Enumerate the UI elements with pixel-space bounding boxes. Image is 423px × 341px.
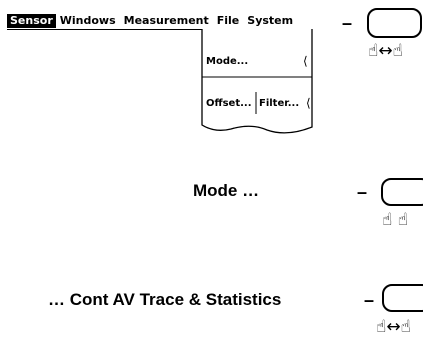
menu-measurement[interactable]: Measurement (123, 14, 209, 27)
mode-label: Mode … (193, 181, 260, 200)
menu-item-mode[interactable]: Mode... (206, 56, 249, 67)
sensor-dropdown-menu: Mode... ⟨ Offset... Filter... ⟨ (201, 29, 313, 139)
menu-item-filter[interactable]: Filter... (259, 98, 300, 109)
hand-toggle-icon: ☝↔☝ (376, 317, 411, 337)
dash-separator: – (342, 13, 353, 33)
submenu-arrow-icon: ⟨ (306, 96, 311, 110)
softkey-button[interactable] (381, 178, 423, 206)
menu-file[interactable]: File (216, 14, 240, 27)
menu-system[interactable]: System (247, 14, 294, 27)
trace-statistics-label: … Cont AV Trace & Statistics (48, 290, 282, 309)
softkey-button[interactable] (367, 8, 422, 38)
menu-divider (7, 29, 312, 30)
softkey-button[interactable] (382, 284, 423, 312)
menu-bar: Sensor Windows Measurement File System (7, 14, 297, 28)
dropdown-frame (201, 29, 313, 134)
hand-toggle-icon: ☝↔☝ (368, 41, 403, 61)
menu-windows[interactable]: Windows (59, 14, 116, 27)
dash-separator: – (357, 182, 368, 202)
submenu-arrow-icon: ⟨ (303, 54, 308, 68)
hand-icons: ☝ ☝ (382, 210, 409, 230)
menu-sensor[interactable]: Sensor (7, 14, 56, 28)
menu-item-offset[interactable]: Offset... (206, 98, 252, 109)
dash-separator: – (364, 290, 375, 310)
